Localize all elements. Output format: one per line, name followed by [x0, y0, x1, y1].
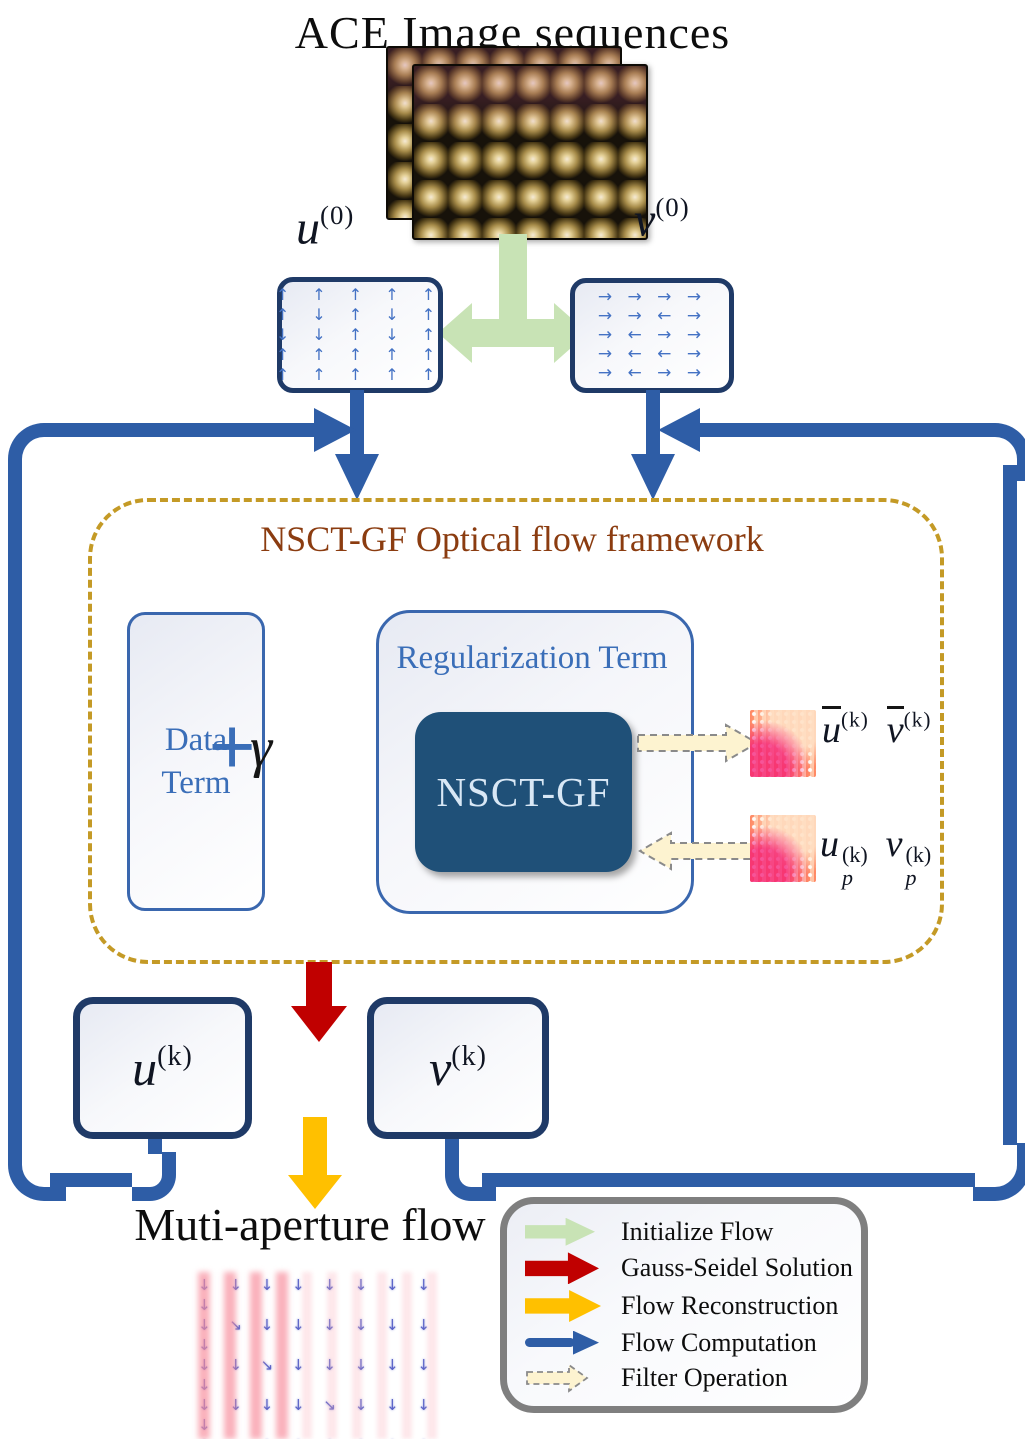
gauss-seidel-arrowhead-icon [291, 1006, 347, 1042]
u0-arrow-row: ↑ ↓ ↑ ↓ ↑ [275, 305, 445, 324]
ace-photo-front [412, 64, 648, 240]
legend-label: Filter Operation [621, 1363, 788, 1393]
nsct-gf-framework-box [88, 498, 944, 964]
gauss-seidel-arrow-stem [306, 962, 332, 1010]
loop-bottom-left-line [50, 1173, 132, 1187]
yellow-block-arrow-icon [525, 1289, 607, 1322]
loop-vk-stub-corner [445, 1152, 496, 1201]
v0-flow-field-box: → → → → → → ← → → ← → → → ← ← → → ← → → [570, 278, 734, 393]
u0-flow-field-box: ↑ ↑ ↑ ↑ ↑ ↑ ↓ ↑ ↓ ↑ ↓ ↓ ↑ ↓ ↑ ↑ ↑ ↑ ↑ ↑ … [275, 277, 445, 393]
legend-item-gauss-seidel: Gauss-Seidel Solution [525, 1252, 853, 1285]
dashed-block-arrow-icon [525, 1363, 607, 1393]
multi-aperture-flow-label: Muti-aperture flow [134, 1199, 486, 1250]
legend-item-initialize-flow: Initialize Flow [525, 1217, 847, 1247]
initialize-flow-arrow-stem [499, 234, 527, 326]
loop-corner-bottom-left [8, 1143, 66, 1201]
loop-arrowhead-into-v-icon [658, 408, 700, 452]
nsct-gf-filter-box: NSCT-GF [415, 712, 632, 872]
data-term-label-line1: Data [164, 721, 228, 758]
v-connector-line [646, 390, 660, 456]
vk-result-box: v(k) [367, 997, 549, 1139]
u0-label: u(0) [296, 200, 355, 255]
legend-label: Gauss-Seidel Solution [621, 1253, 853, 1283]
flow-pink-overlay-right [302, 1272, 446, 1439]
green-block-arrow-icon [525, 1217, 607, 1246]
blue-line-arrow-icon [525, 1330, 607, 1355]
loop-top-right-line [700, 423, 975, 437]
data-term-label-line2: Term [161, 764, 231, 801]
filtered-flow-label: u(k)v(k) [822, 706, 932, 751]
filter-input-dashed-arrow-icon [638, 831, 760, 871]
u-connector-arrowhead-icon [335, 454, 379, 500]
v0-arrow-row: → → ← → [597, 306, 707, 326]
loop-top-left-line [50, 423, 316, 437]
u0-arrow-row: ↓ ↓ ↑ ↓ ↑ [275, 325, 445, 344]
u-connector-line [350, 390, 364, 456]
legend-label: Flow Computation [621, 1327, 817, 1357]
legend-label: Flow Reconstruction [621, 1290, 839, 1320]
filter-output-dashed-arrow-icon [637, 723, 759, 763]
flow-reconstruction-arrow-stem [303, 1117, 327, 1177]
framework-title: NSCT-GF Optical flow framework [260, 519, 764, 559]
legend-item-filter-operation: Filter Operation [525, 1363, 847, 1393]
legend-item-flow-reconstruction: Flow Reconstruction [525, 1289, 847, 1322]
v0-arrow-row: → → → → [597, 287, 707, 307]
loop-corner-top-right [973, 423, 1025, 481]
flow-pink-overlay-left [198, 1272, 302, 1439]
regularization-term-label: Regularization Term [396, 640, 668, 676]
initialize-flow-arrow-bar [470, 319, 556, 347]
data-term-box: Data Term [127, 612, 265, 911]
v0-arrow-row: → ← ← → [597, 344, 707, 364]
plus-operator: + [208, 701, 256, 794]
loop-left-line [8, 465, 22, 1145]
v0-label: v(0) [634, 192, 690, 247]
filtered-flow-heatmap [750, 710, 816, 777]
loop-right-line [1003, 465, 1017, 1145]
predicted-flow-heatmap [750, 815, 816, 882]
red-block-arrow-icon [525, 1252, 607, 1285]
loop-corner-bottom-right [973, 1143, 1025, 1201]
legend-box: Initialize Flow Gauss-Seidel Solution Fl… [500, 1197, 868, 1413]
loop-bottom-right-line [482, 1173, 975, 1187]
v0-arrow-row: → ← → → [597, 363, 707, 383]
flow-row: ↓ ↙ ↓ ↓ ↓ ↓ ↓ ↓ ↓ [198, 1435, 446, 1439]
u0-arrow-row: ↑ ↑ ↑ ↑ ↑ [275, 345, 445, 364]
v-connector-arrowhead-icon [631, 454, 675, 500]
uk-result-box: u(k) [73, 997, 252, 1139]
v0-arrow-row: → ← → → [597, 325, 707, 345]
gamma-weight-symbol: γ [250, 717, 273, 779]
u0-arrow-row: ↑ ↑ ↑ ↑ ↑ [275, 285, 445, 304]
u0-arrow-row: ↑ ↑ ↑ ↑ ↑ [275, 365, 445, 384]
legend-label: Initialize Flow [621, 1216, 774, 1246]
loop-uk-stub-corner [132, 1152, 176, 1201]
legend-item-flow-computation: Flow Computation [525, 1328, 847, 1358]
